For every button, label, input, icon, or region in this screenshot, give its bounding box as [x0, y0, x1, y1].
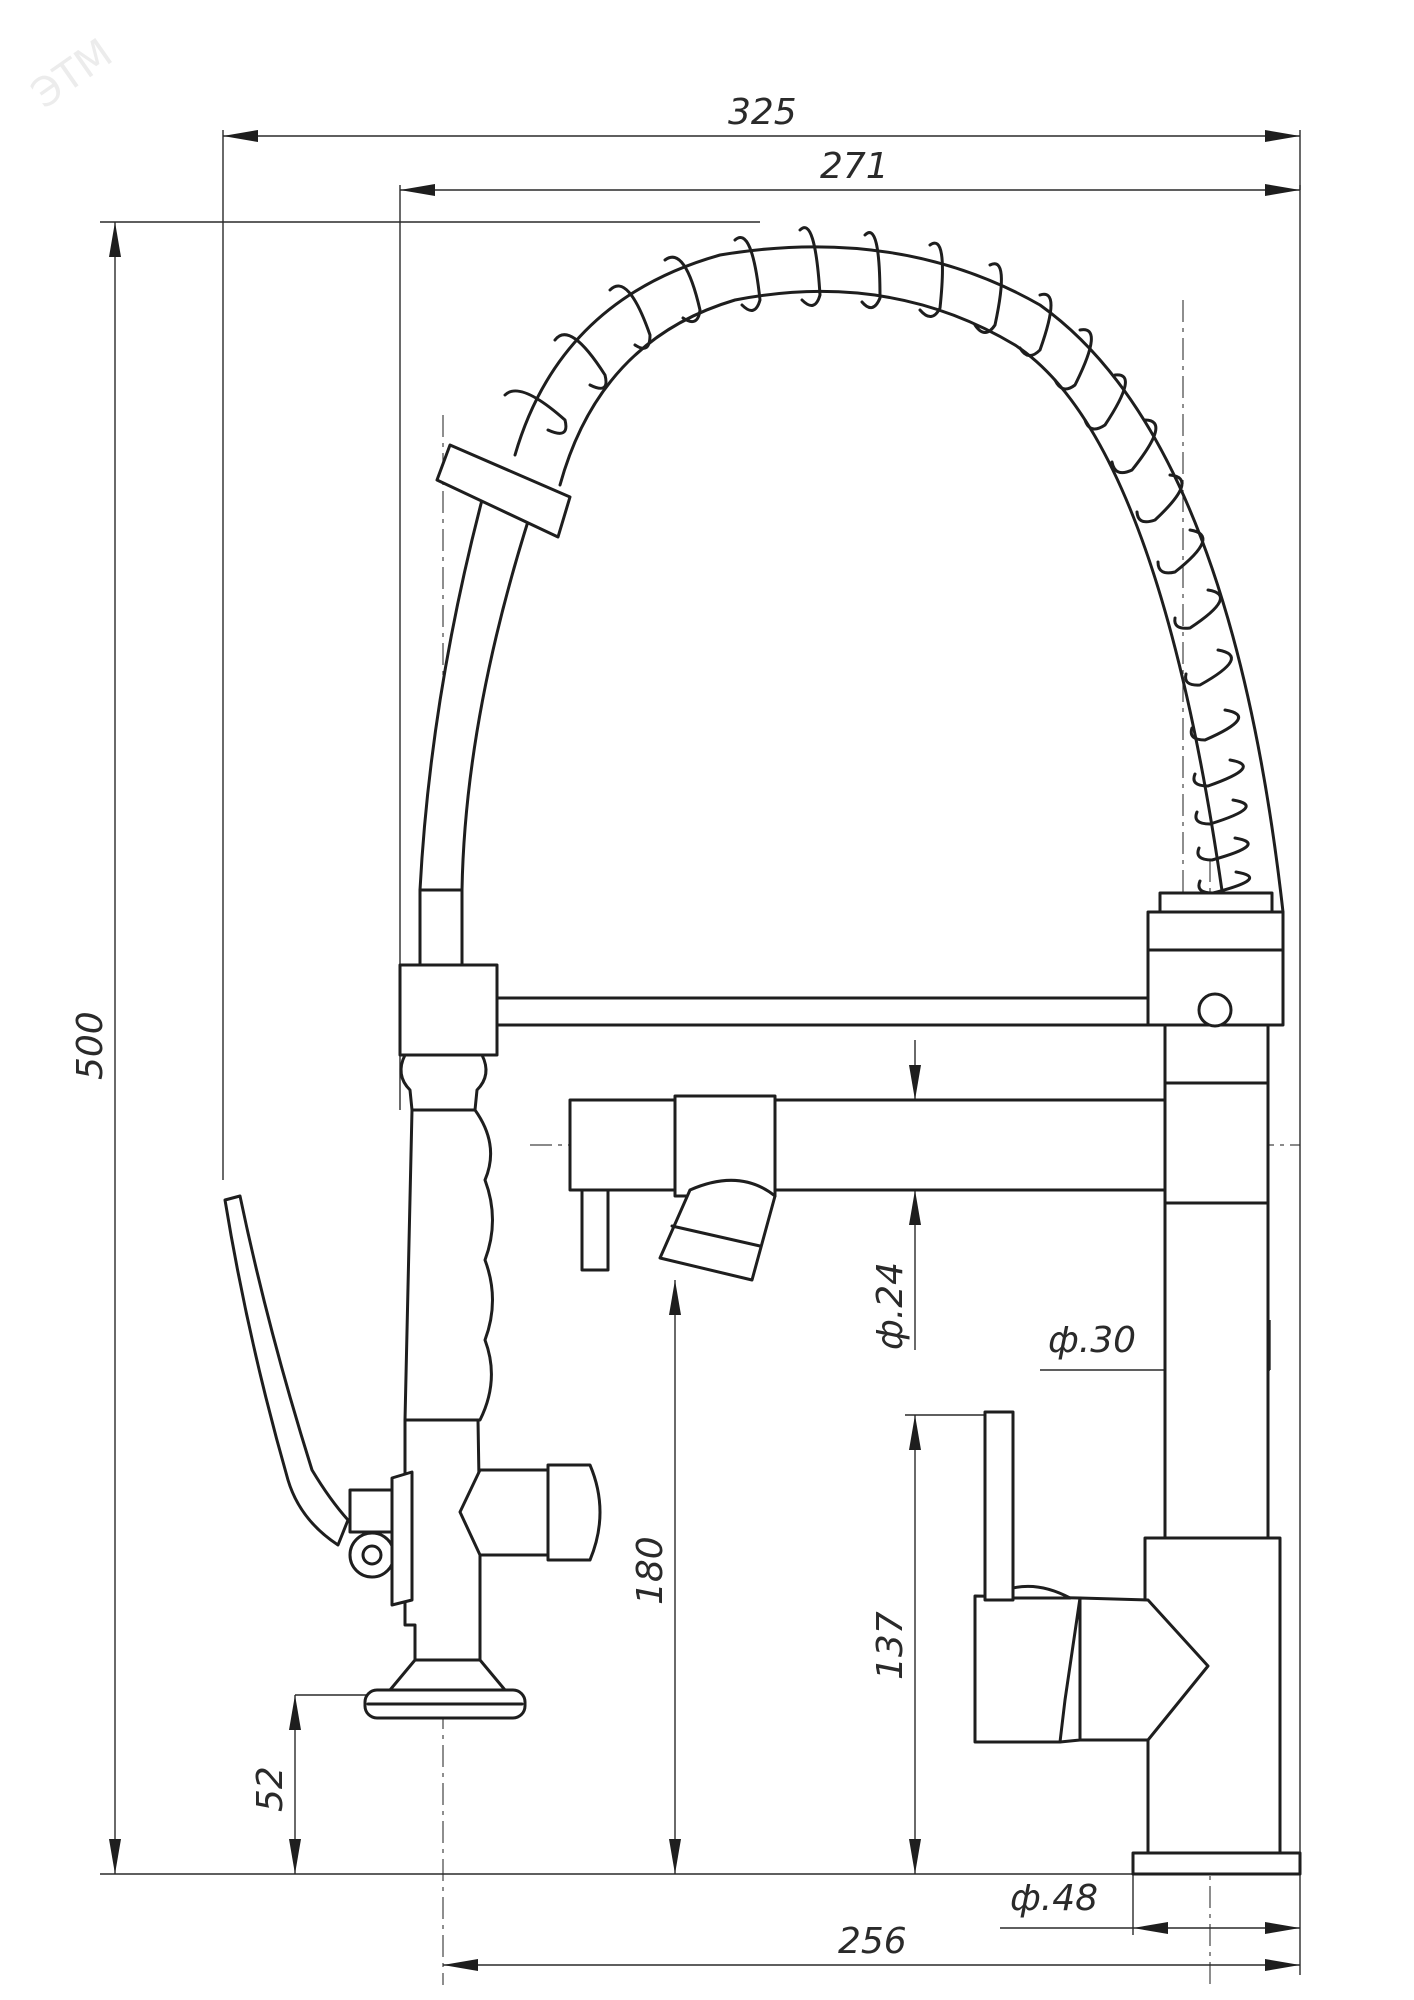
trigger-lever: [223, 1194, 350, 1547]
dim-label-325: 325: [728, 92, 797, 133]
spray-body: [403, 1418, 482, 1662]
dim-label-271: 271: [820, 146, 889, 187]
dimension-180: 180: [630, 1280, 681, 1874]
watermark: ЭТМ: [23, 30, 121, 118]
dimension-256: 256: [443, 1921, 1300, 1971]
dim-label-256: 256: [838, 1921, 907, 1962]
side-valve: [458, 1468, 550, 1557]
spring-coils: [503, 226, 1251, 895]
trigger-pivot-block: [348, 1488, 394, 1534]
dim-label-52: 52: [250, 1766, 291, 1812]
spray-handle: [403, 1108, 494, 1422]
spring-ferrule: [1158, 891, 1274, 914]
dimension-d24: ф.24: [870, 1040, 921, 1350]
arm-clamp: [398, 963, 499, 1057]
dimension-d48: ф.48: [1000, 1878, 1300, 1934]
dim-label-d48: ф.48: [1010, 1878, 1098, 1919]
spray-hose: [418, 498, 532, 967]
trigger-bracket: [390, 1470, 414, 1607]
lock-screw: [1197, 992, 1233, 1028]
support-arm: [495, 996, 1150, 1027]
dim-label-180: 180: [630, 1536, 671, 1605]
dimension-52: 52: [250, 1695, 301, 1874]
dim-label-137: 137: [870, 1611, 911, 1680]
column-lower: [1163, 1201, 1270, 1540]
spring-arch-outer: [513, 245, 1285, 914]
dim-label-d30: ф.30: [1048, 1320, 1136, 1361]
spray-bell: [388, 1658, 507, 1692]
spray-head-neck: [399, 1053, 488, 1112]
base-plate: [1131, 1851, 1302, 1876]
lever-housing: [973, 1594, 1082, 1744]
column-upper: [1163, 1023, 1270, 1205]
dimension-137: 137: [870, 1415, 921, 1874]
dimension-325: 325: [223, 92, 1300, 142]
dim-label-500: 500: [70, 1011, 111, 1080]
trigger-pivot: [348, 1531, 396, 1579]
hose-collar: [435, 443, 572, 539]
spout-tip: [580, 1188, 610, 1272]
spout-nozzle: [568, 1098, 677, 1192]
side-valve-knob: [546, 1463, 602, 1562]
dimension-271: 271: [400, 146, 1300, 196]
mixer-lever: [983, 1410, 1015, 1602]
spout-pipe: [773, 1098, 1167, 1192]
aerator-outlet: [658, 1178, 777, 1282]
dimension-500: 500: [70, 222, 121, 1874]
dim-label-d24: ф.24: [870, 1262, 911, 1350]
